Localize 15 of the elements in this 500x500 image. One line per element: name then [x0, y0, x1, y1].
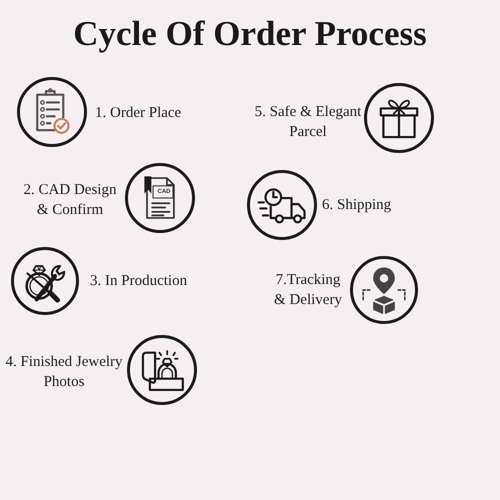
step-label: 6. Shipping — [322, 196, 392, 215]
step-circle — [350, 256, 418, 324]
step-label: 5. Safe & Elegant Parcel — [254, 103, 362, 142]
step-circle — [127, 335, 197, 405]
step-label: 7.Tracking & Delivery — [273, 271, 343, 310]
step-label: 1. Order Place — [95, 104, 182, 123]
step-circle — [364, 83, 434, 153]
step-circle — [17, 77, 87, 147]
step-circle — [247, 170, 317, 240]
step-circle — [125, 163, 195, 233]
step-label: 4. Finished Jewelry Photos — [4, 353, 124, 392]
title: Cycle Of Order Process — [73, 13, 427, 55]
step-circle — [11, 247, 79, 315]
step-label: 2. CAD Design & Confirm — [22, 181, 118, 220]
step-label: 3. In Production — [90, 272, 188, 291]
